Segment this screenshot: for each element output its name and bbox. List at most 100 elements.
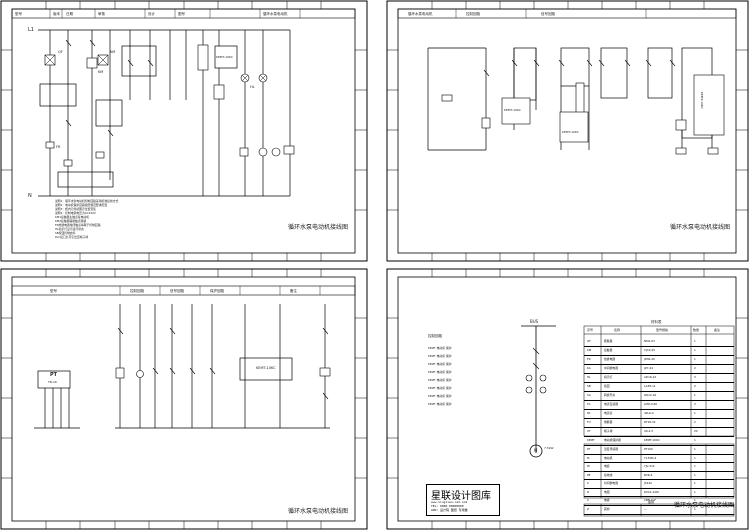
table-cell: BVR-4 [644,472,653,477]
table-cell: XT [587,429,591,433]
table-cell: 电流互感器 [604,402,618,406]
table-cell: KEMT [587,438,595,442]
table-cell: LA38-11 [644,384,656,388]
sheet1-note: KM1接触器主触点接电动机 [55,215,89,219]
table-cell: C [587,498,589,502]
table-cell: 1 [694,464,696,468]
sheet4-busbar-label: BUS [530,319,539,324]
table-cell: 转换开关 [604,393,616,397]
sheet1-note: HL指示灯显示运行状态 [55,227,84,231]
sheet2-module-b: KEMT-10KC [562,130,579,134]
sheet1-header-b: 版本 [53,12,60,16]
sheet1-tag-qf: QF [58,50,63,54]
table-cell: TA [587,402,591,406]
sheet1-header-d: 审核 [98,12,105,16]
table-cell: 热继电器 [604,357,616,361]
stamp-title: 星联设计图库 [431,491,491,502]
table-cell: RT18-32 [644,420,656,424]
sheet1-power-bottom: N [28,193,32,199]
table-cell: 1 [694,489,696,494]
sheet3-header-c: 信号回路 [170,289,184,293]
table-cell: 断路器 [604,339,613,343]
sheet1-title: 循环水泵电动机接线图 [288,224,349,231]
sheet1-note: FR热继电器常闭触点串联于控制回路 [55,223,101,227]
sheet4-left-heading: 控制回路 [428,334,442,338]
table-section-header: 备用 [648,500,655,504]
table-cell: M [587,455,590,460]
stamp-line: www.xinglian-cad.com [431,500,468,504]
sheet1-note: KM2接触器辅助触点联锁 [55,219,87,223]
sheet1-header-f: 图号 [178,12,185,16]
table-cell: 接地线 [604,472,613,477]
table-cell: K [587,481,589,485]
sheet1-note: 说明3：柜内元件按图示位置安装 [55,207,96,211]
table-cell: 端子排 [604,429,613,433]
list-item: KEMT 电动机 保护 [428,402,452,406]
table-cell: 温度传感器 [604,447,618,451]
table-cell: PE [587,472,591,477]
table-cell: Z [587,507,589,511]
table-cell: Y132M-4 [644,455,657,460]
table-cell: PA [587,411,591,415]
sheet3-header-b: 控制回路 [130,289,144,293]
table-cell: SA [587,393,591,397]
table-header: 数量 [693,328,700,332]
table-cell: QF [587,339,591,343]
sheet1-header-g: 循环水泵电动机 [263,12,288,16]
table-cell: 20 [694,429,698,433]
table-cell: 1 [694,447,696,451]
sheet2-module-a: KEMT-10KC [504,108,521,112]
sheet1-tag-km1: KM [110,50,116,54]
table-cell: 电动机 [604,455,613,460]
table-header: 序号 [587,328,594,332]
sheet3-module: KEMT-10KC [256,366,276,370]
table-cell: 1 [694,498,696,502]
table-row: XT 端子排 UK-2.5 20 [584,428,734,437]
table-cell: 1 [694,438,696,442]
sheet1-tag-hl: HL [250,85,255,89]
table-cell: FU [587,420,591,424]
sheet3-ptc-label: PT [50,372,58,378]
table-cell: 2 [694,384,696,388]
table-cell: 1 [694,393,696,397]
table-cell: UK-2.5 [644,429,654,433]
table-cell: 2 [694,420,696,424]
table-cell: KEMT-10KC [644,438,660,442]
sheet4-title: 循环水泵电动机接线图 [674,502,735,509]
list-item: KEMT 电动机 保护 [428,386,452,390]
stamp-line: ADD: 设计院 图纸 专用章 [431,508,468,512]
list-item: KEMT 电动机 保护 [428,394,452,398]
sheet1-power-top: L1 [28,27,34,33]
table-header: 型号规格 [656,328,669,332]
table-header: 名称 [614,328,621,332]
table-cell: 3 [694,375,696,379]
table-cell: W [587,464,590,468]
sheet1-note: 说明1：循环水泵电动机控制回路采用标准接线方式 [55,199,119,203]
sheet1-module-label: KEMT-10KC [216,55,233,59]
table-cell: LMZ-0.66 [644,402,658,406]
table-cell: KM [587,348,592,352]
table-cell: 2 [694,366,696,370]
table-cell: FR [587,357,591,361]
list-item: KEMT 电动机 保护 [428,354,452,358]
sheet-2-frame [386,0,749,262]
sheet4-motor-sub: 7.5kW [544,446,554,450]
table-cell: 指示灯 [604,375,613,379]
sheet1-note: 说明2：电动机保护回路按照规范要求配置 [55,203,108,207]
table-cell: JZ7-44 [644,366,654,370]
table-cell: 3 [694,402,696,406]
table-cell: NM1-63 [644,339,655,343]
table-cell: 1 [694,507,696,511]
table-cell: PT [587,447,591,451]
sheet2-header-c: 信号回路 [541,12,555,16]
